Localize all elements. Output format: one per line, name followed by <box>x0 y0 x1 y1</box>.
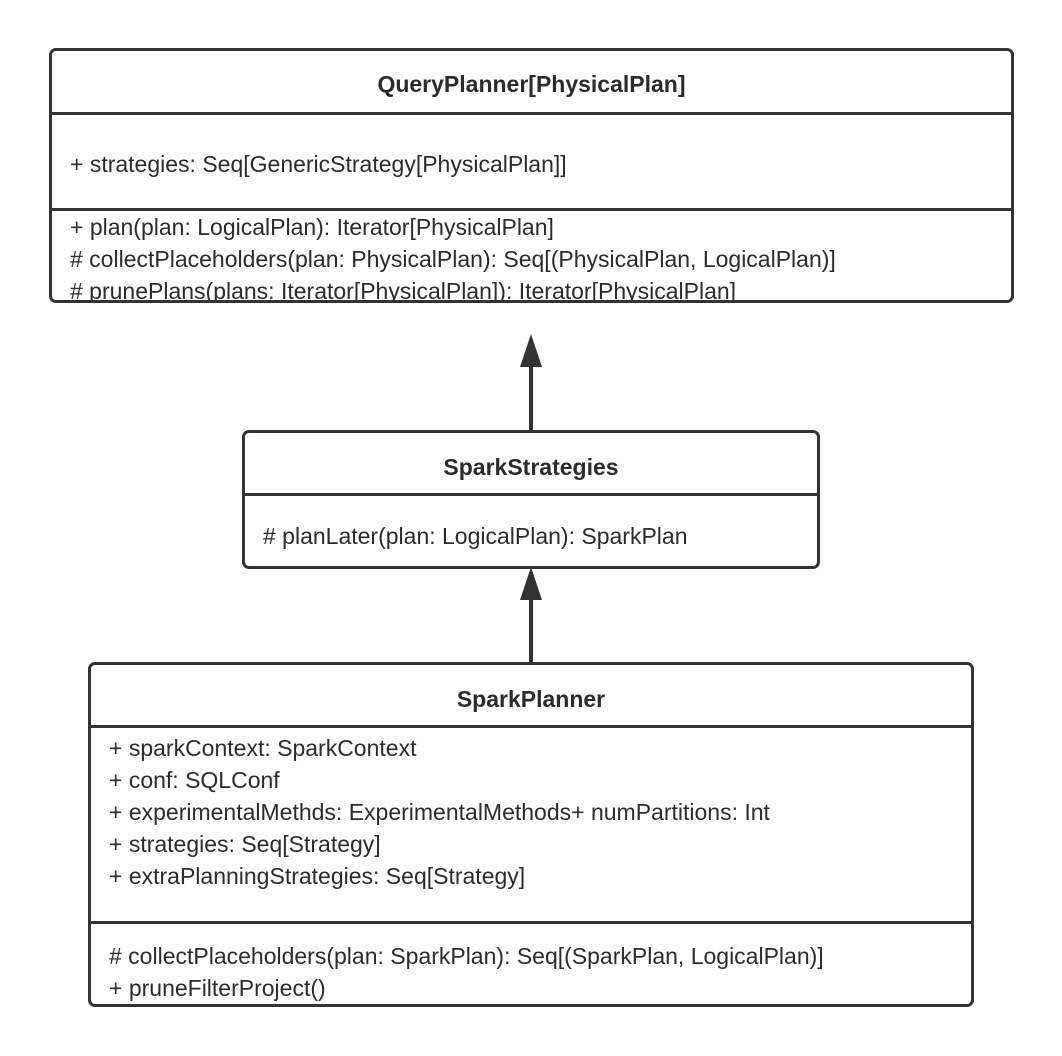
attribute: + experimentalMethds: ExperimentalMethod… <box>109 799 770 825</box>
operation: # collectPlaceholders(plan: PhysicalPlan… <box>70 246 836 272</box>
class-sparkplanner[interactable]: SparkPlanner + sparkContext: SparkContex… <box>88 662 974 1007</box>
class-sparkstrategies[interactable]: SparkStrategies # planLater(plan: Logica… <box>242 430 820 569</box>
class-name: SparkPlanner <box>456 686 606 712</box>
operations-section: # planLater(plan: LogicalPlan): SparkPla… <box>245 493 817 552</box>
class-queryplanner[interactable]: QueryPlanner[PhysicalPlan] + strategies:… <box>49 48 1014 303</box>
attribute: + extraPlanningStrategies: Seq[Strategy] <box>109 863 526 889</box>
class-name: QueryPlanner[PhysicalPlan] <box>377 71 686 97</box>
operations-section: # collectPlaceholders(plan: SparkPlan): … <box>91 921 971 1004</box>
operation: + plan(plan: LogicalPlan): Iterator[Phys… <box>70 214 554 240</box>
arrow-sparkplanner-to-sparkstrategies <box>520 567 542 662</box>
attribute: + strategies: Seq[GenericStrategy[Physic… <box>70 151 567 177</box>
operations-section: + plan(plan: LogicalPlan): Iterator[Phys… <box>52 208 1011 303</box>
attributes-section: + strategies: Seq[GenericStrategy[Physic… <box>52 112 1011 208</box>
operation: # planLater(plan: LogicalPlan): SparkPla… <box>263 523 688 549</box>
attribute: + conf: SQLConf <box>109 767 280 793</box>
operation: # collectPlaceholders(plan: SparkPlan): … <box>109 943 824 969</box>
arrow-sparkstrategies-to-queryplanner <box>520 334 542 430</box>
class-name: SparkStrategies <box>443 454 619 480</box>
operation: + pruneFilterProject() <box>109 975 326 1001</box>
attribute: + sparkContext: SparkContext <box>109 735 417 761</box>
attribute: + strategies: Seq[Strategy] <box>109 831 381 857</box>
operation: # prunePlans(plans: Iterator[PhysicalPla… <box>70 278 737 303</box>
attributes-section: + sparkContext: SparkContext + conf: SQL… <box>91 725 971 921</box>
